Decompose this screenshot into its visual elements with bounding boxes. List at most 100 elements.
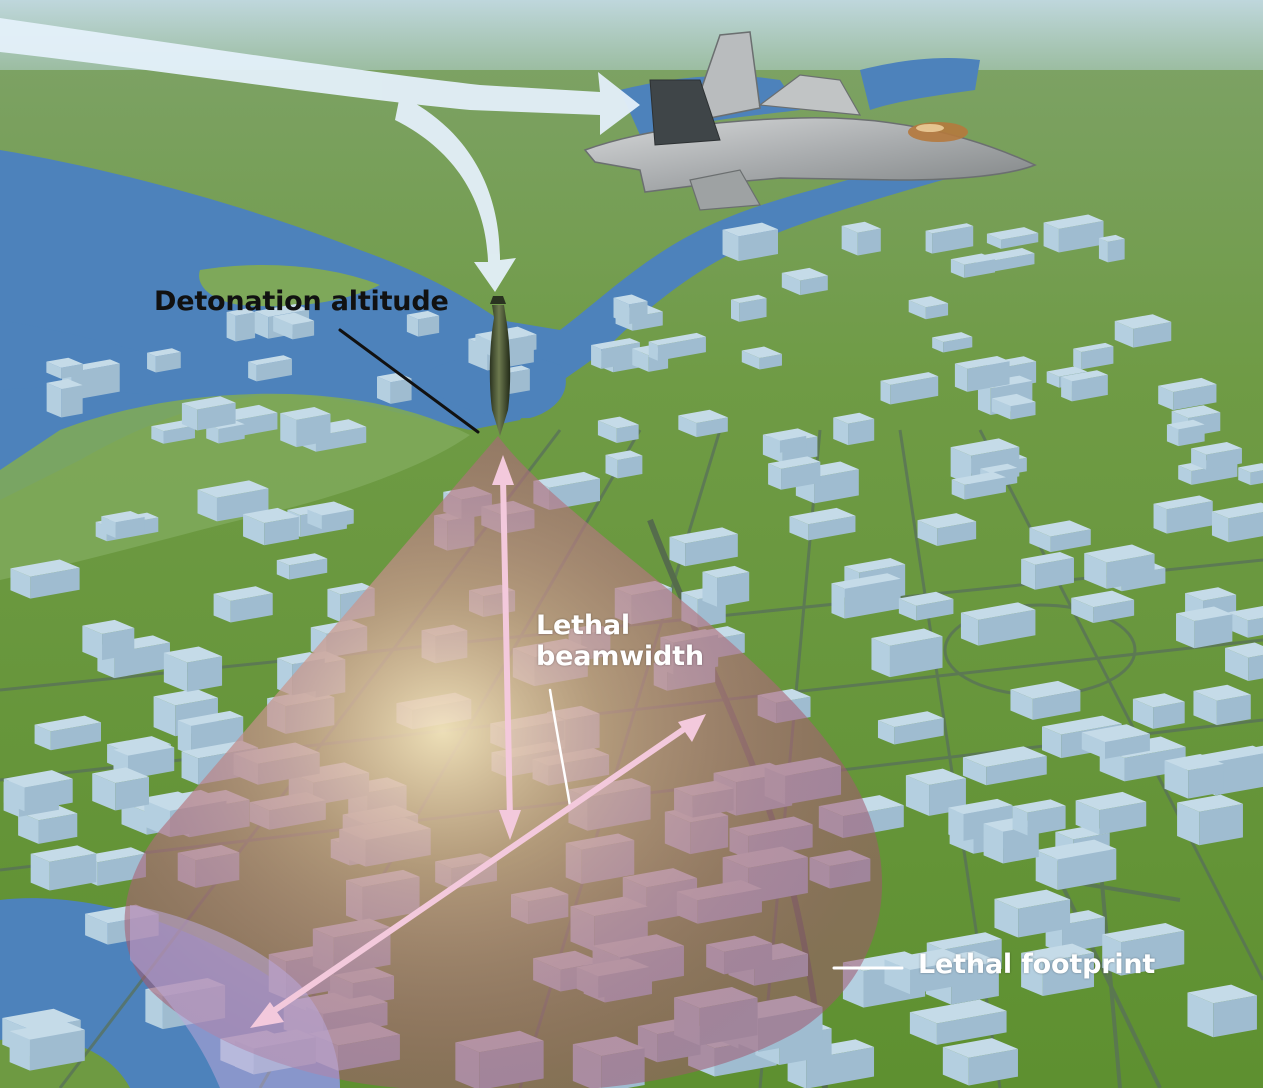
building-wall xyxy=(894,718,944,745)
building-roof xyxy=(877,711,944,728)
building-wall xyxy=(49,853,97,891)
building-wall xyxy=(1133,321,1172,348)
footprint-over-water xyxy=(130,905,340,1088)
building-wall xyxy=(280,413,297,448)
building-wall xyxy=(1132,698,1154,729)
building-roof xyxy=(1102,922,1185,943)
building-wall xyxy=(738,229,778,262)
building-wall xyxy=(1158,385,1174,411)
bomb-trajectory-arrow xyxy=(395,95,516,292)
building-roof xyxy=(226,308,256,316)
building-wall xyxy=(276,560,290,580)
building-wall xyxy=(163,652,188,692)
building-wall xyxy=(1010,689,1033,720)
building-wall xyxy=(806,1047,875,1088)
building-wall xyxy=(1046,371,1060,388)
building-wall xyxy=(1001,232,1039,249)
building-wall xyxy=(781,272,801,296)
building-roof xyxy=(1187,984,1257,1004)
building-roof xyxy=(905,768,966,785)
building-roof xyxy=(533,471,600,488)
building-wall xyxy=(92,773,116,811)
lethal-beam xyxy=(124,436,883,1088)
building-wall xyxy=(890,376,939,405)
building-roof xyxy=(884,948,969,970)
building-roof xyxy=(591,338,640,350)
building-wall xyxy=(1247,617,1263,638)
building-wall xyxy=(1012,806,1028,836)
building-wall xyxy=(1081,346,1114,370)
building-wall xyxy=(1194,614,1233,649)
building-wall xyxy=(153,696,176,737)
building-wall xyxy=(848,418,875,446)
building-wall xyxy=(986,233,1002,249)
lethal-footprint-label: Lethal footprint xyxy=(918,949,1156,980)
building-wall xyxy=(82,625,103,661)
building-roof xyxy=(30,845,97,862)
building-wall xyxy=(950,259,965,278)
building-wall xyxy=(731,299,740,322)
building-wall xyxy=(115,776,149,811)
leader-lines xyxy=(338,328,904,970)
building-wall xyxy=(909,1012,937,1045)
building-roof xyxy=(10,559,80,577)
building-roof xyxy=(248,355,292,366)
building-roof xyxy=(1238,463,1263,473)
building-wall xyxy=(1106,553,1155,589)
building-wall xyxy=(932,337,944,353)
building-wall xyxy=(910,959,969,995)
building-wall xyxy=(988,253,1035,273)
building-wall xyxy=(905,775,930,816)
building-wall xyxy=(916,599,954,621)
building-roof xyxy=(1010,680,1081,699)
building-wall xyxy=(678,415,697,438)
building-wall xyxy=(831,583,845,619)
building-wall xyxy=(967,361,1010,392)
building-roof xyxy=(2,1008,81,1030)
building-wall xyxy=(235,412,278,437)
building-wall xyxy=(10,568,31,599)
building-wall xyxy=(1061,376,1072,402)
building-wall xyxy=(768,435,780,453)
building-roof xyxy=(950,438,1020,456)
building-wall xyxy=(1035,850,1058,891)
building-wall xyxy=(264,516,299,546)
building-roof xyxy=(1225,642,1263,658)
building-roof xyxy=(844,558,906,573)
building-wall xyxy=(964,477,1006,500)
building-wall xyxy=(1099,801,1147,835)
building-wall xyxy=(1114,321,1134,348)
building-wall xyxy=(1121,930,1185,976)
building-wall xyxy=(151,426,164,444)
building-wall xyxy=(954,363,968,392)
building-roof xyxy=(613,294,648,305)
building-wall xyxy=(1050,529,1091,553)
building-wall xyxy=(230,593,273,623)
building-roof xyxy=(1098,234,1125,242)
building-roof xyxy=(1046,366,1088,377)
building-wall xyxy=(833,417,849,446)
building-roof xyxy=(243,507,299,523)
building-roof xyxy=(951,471,1006,485)
building-wall xyxy=(71,363,120,401)
lethal-beamwidth-label-line1: Lethal xyxy=(536,610,630,641)
building-roof xyxy=(1021,943,1095,962)
building-wall xyxy=(406,314,419,337)
building-wall xyxy=(1166,424,1179,447)
building-roof xyxy=(1171,405,1221,418)
building-roof xyxy=(950,253,996,265)
building-wall xyxy=(1058,220,1104,253)
building-wall xyxy=(296,413,331,448)
building-roof xyxy=(163,646,223,663)
building-roof xyxy=(276,553,328,566)
building-wall xyxy=(197,489,217,522)
building-wall xyxy=(327,589,341,622)
building-wall xyxy=(187,656,223,692)
building-wall xyxy=(702,571,718,607)
building-roof xyxy=(1191,441,1242,455)
building-wall xyxy=(101,516,116,538)
building-roof xyxy=(678,409,728,423)
building-roof xyxy=(768,456,821,469)
building-roof xyxy=(648,332,706,346)
building-roof xyxy=(702,565,750,578)
